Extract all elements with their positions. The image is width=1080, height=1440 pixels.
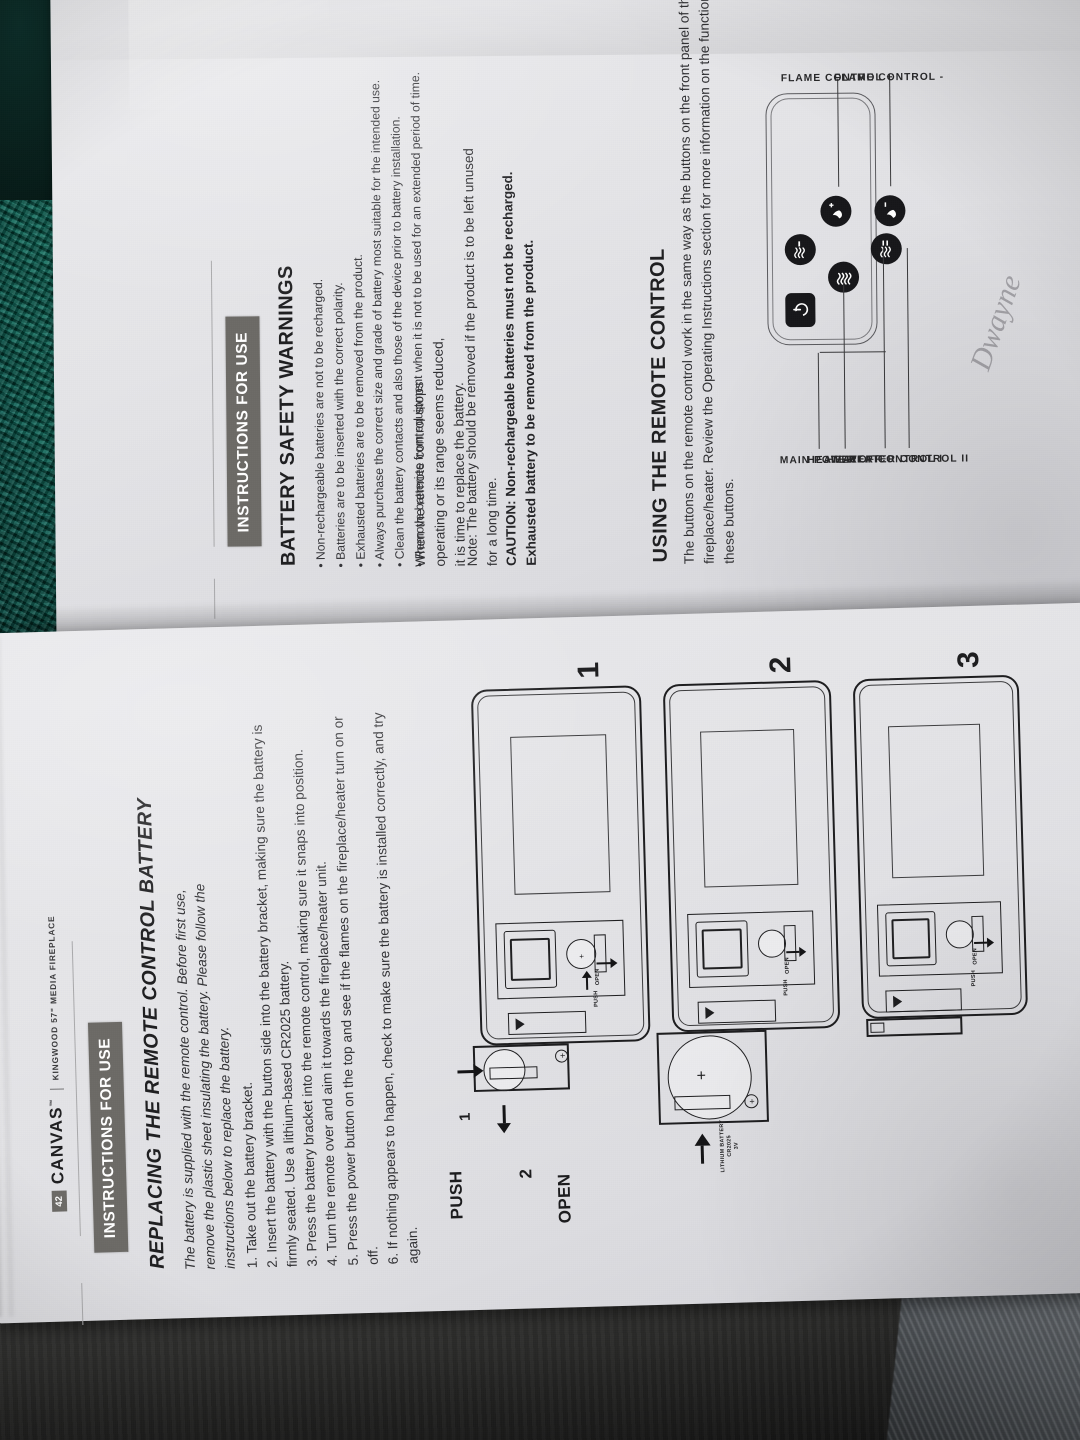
step1-arrow-shaft (457, 1070, 474, 1074)
open-label: OPEN (554, 1173, 575, 1224)
open-arrow-head-1 (610, 957, 618, 969)
bracket-open-label-2: OPEN (784, 957, 791, 974)
callout-heater-control-two: HEATER CONTROL II (848, 453, 970, 466)
flame-control-minus-button[interactable] (874, 195, 906, 227)
open-arrow-shaft-2 (786, 950, 800, 954)
leader-main-power (819, 351, 886, 353)
brand-trademark: ™ (49, 1098, 57, 1107)
replacing-battery-intro: The battery is supplied with the remote … (172, 883, 239, 1271)
replacing-battery-steps: 1. Take out the battery bracket. 2. Inse… (227, 704, 424, 1269)
section-tag-right: INSTRUCTIONS FOR USE (225, 315, 262, 547)
tag-leader-line-right (210, 260, 215, 547)
heater-control-one-button[interactable] (784, 233, 816, 266)
manual-page-left: INSTRUCTIONS FOR USE REPLACING THE REMOT… (0, 602, 1080, 1326)
main-power-button[interactable] (785, 292, 816, 328)
tray-latch-3 (870, 1022, 885, 1033)
flame-plus-icon (829, 203, 842, 219)
step2-arrow-head (496, 1123, 512, 1134)
remote-section-heading: USING THE REMOTE CONTROL (646, 248, 672, 563)
strip-arrow-2 (705, 1006, 715, 1020)
step1-arrow-head (473, 1063, 484, 1079)
section-tag-left: INSTRUCTIONS FOR USE (87, 1021, 129, 1253)
tag-leader-line-left-lower (81, 1283, 84, 1326)
bracket-edge-2 (783, 924, 797, 962)
product-name: KINGWOOD 57" MEDIA FIREPLACE (45, 915, 61, 1081)
flame-minus-icon (884, 202, 896, 218)
step-number-1: 1 (572, 661, 606, 680)
step2-insert-arrow-head (694, 1133, 711, 1146)
bracket-push-label-1: PUSH (593, 990, 600, 1007)
leader-flame-minus (889, 78, 892, 187)
tag-leader-line-left (71, 941, 81, 1237)
bracket-clip-2 (701, 928, 743, 970)
power-icon (792, 303, 808, 317)
open-arrow-head-3 (986, 937, 995, 948)
bracket-edge-3 (971, 915, 985, 953)
heat-wave-two-icon (880, 240, 891, 258)
bracket-open-label-3: OPEN (972, 947, 979, 965)
brand-logo: CANVAS™ (46, 1098, 68, 1185)
bracket-push-label-2: PUSH (783, 979, 790, 996)
step2-arrow-shaft (502, 1105, 506, 1124)
tray-polarity-plus-1: + (559, 1050, 566, 1061)
step-number-2: 2 (764, 656, 798, 674)
remote-screen-2 (700, 728, 799, 888)
step-number-3: 3 (951, 650, 986, 669)
page-corner-fold (128, 0, 330, 110)
battery-caution: CAUTION: Non-rechargeable batteries must… (500, 171, 539, 566)
leader-main-power-h (817, 352, 820, 449)
tray-coin-polarity-2: + (696, 1067, 707, 1085)
coin-polarity-1: + (579, 951, 585, 962)
open-arrow-shaft-1 (596, 962, 611, 965)
strip-arrow-1 (515, 1018, 525, 1031)
tray-polarity-plus-2: + (749, 1096, 755, 1107)
heater-control-two-button[interactable] (870, 233, 902, 265)
push-label: PUSH (446, 1170, 467, 1220)
bracket-edge-1 (593, 934, 607, 973)
push-arrow-shaft-1 (585, 976, 589, 990)
marker-1-label: 1 (456, 1112, 474, 1122)
page-number-badge: 42 (51, 1190, 67, 1212)
heat-wave-off-icon (836, 272, 852, 285)
heat-wave-one-icon (794, 241, 805, 259)
leader-heater-two (906, 248, 910, 449)
bracket-clip-3 (891, 918, 931, 960)
bracket-push-label-3: PUSH (970, 969, 978, 987)
replacing-battery-heading: REPLACING THE REMOTE CONTROL BATTERY (133, 797, 169, 1270)
manual-page-right: INSTRUCTIONS FOR USE BATTERY SAFETY WARN… (50, 0, 1080, 639)
remote-screen-3 (887, 723, 985, 879)
step2-insert-arrow-shaft (700, 1145, 705, 1164)
bracket-clip-1 (509, 937, 551, 981)
open-manual: INSTRUCTIONS FOR USE BATTERY SAFETY WARN… (0, 0, 1080, 1307)
open-arrow-shaft-3 (974, 941, 988, 945)
tray-clip-2 (674, 1094, 731, 1111)
remote-screen-1 (510, 734, 611, 895)
strip-arrow-3 (893, 995, 903, 1008)
heater-off-button[interactable] (827, 261, 860, 293)
marker-2-label: 2 (516, 1168, 536, 1179)
remote-control-diagram: MAIN POWER HEATER CONTROL I HEATER OFF H… (690, 0, 994, 466)
battery-warnings-heading: BATTERY SAFETY WARNINGS (274, 265, 300, 567)
open-arrow-head-2 (799, 946, 807, 957)
flame-control-plus-button[interactable] (820, 195, 852, 227)
push-arrow-head-1 (581, 970, 592, 978)
tray-clip-1 (489, 1066, 538, 1080)
leader-heater-one (882, 248, 886, 449)
page-footer: 42 CANVAS™ | KINGWOOD 57" MEDIA FIREPLAC… (41, 915, 69, 1212)
battery-spec-label: LITHIUM BATTERY CR2025 3V (719, 1113, 741, 1180)
callout-flame-control-minus: FLAME CONTROL - (834, 71, 945, 84)
bracket-open-label-1: OPEN (594, 968, 602, 986)
battery-note: Note: The battery should be removed if t… (460, 148, 500, 567)
footer-divider: | (47, 1087, 65, 1092)
